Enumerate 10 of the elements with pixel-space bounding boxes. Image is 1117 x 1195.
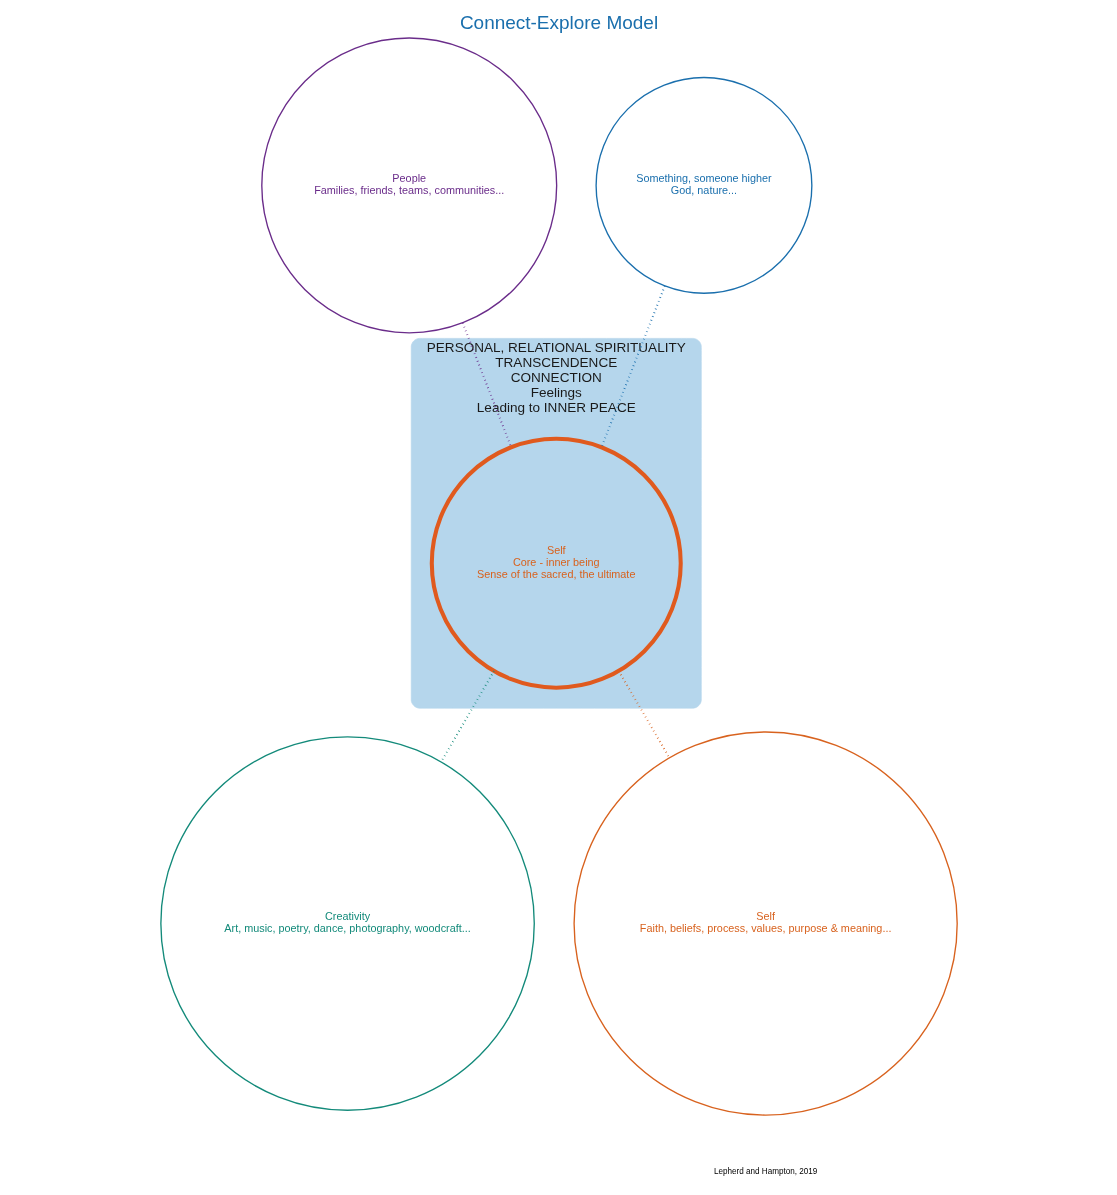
connector: [600, 285, 666, 448]
node-circle: Creativity Art, music, poetry, dance, photography, woodcraft...: [159, 736, 535, 1111]
node-circle: Self Core - inner being Sense of the sacred, the ultimate: [429, 436, 683, 690]
connector: [617, 670, 670, 759]
node-circle: People Families, friends, teams, communities...: [260, 37, 557, 334]
node-circle: Something, someone higher God, nature...: [594, 76, 813, 294]
connector: [439, 670, 495, 763]
node-circle: Self Faith, beliefs, process, values, purpose & meaning...: [572, 731, 958, 1116]
diagram-title: Connect-Explore Model: [459, 12, 658, 34]
connector: [461, 322, 512, 448]
